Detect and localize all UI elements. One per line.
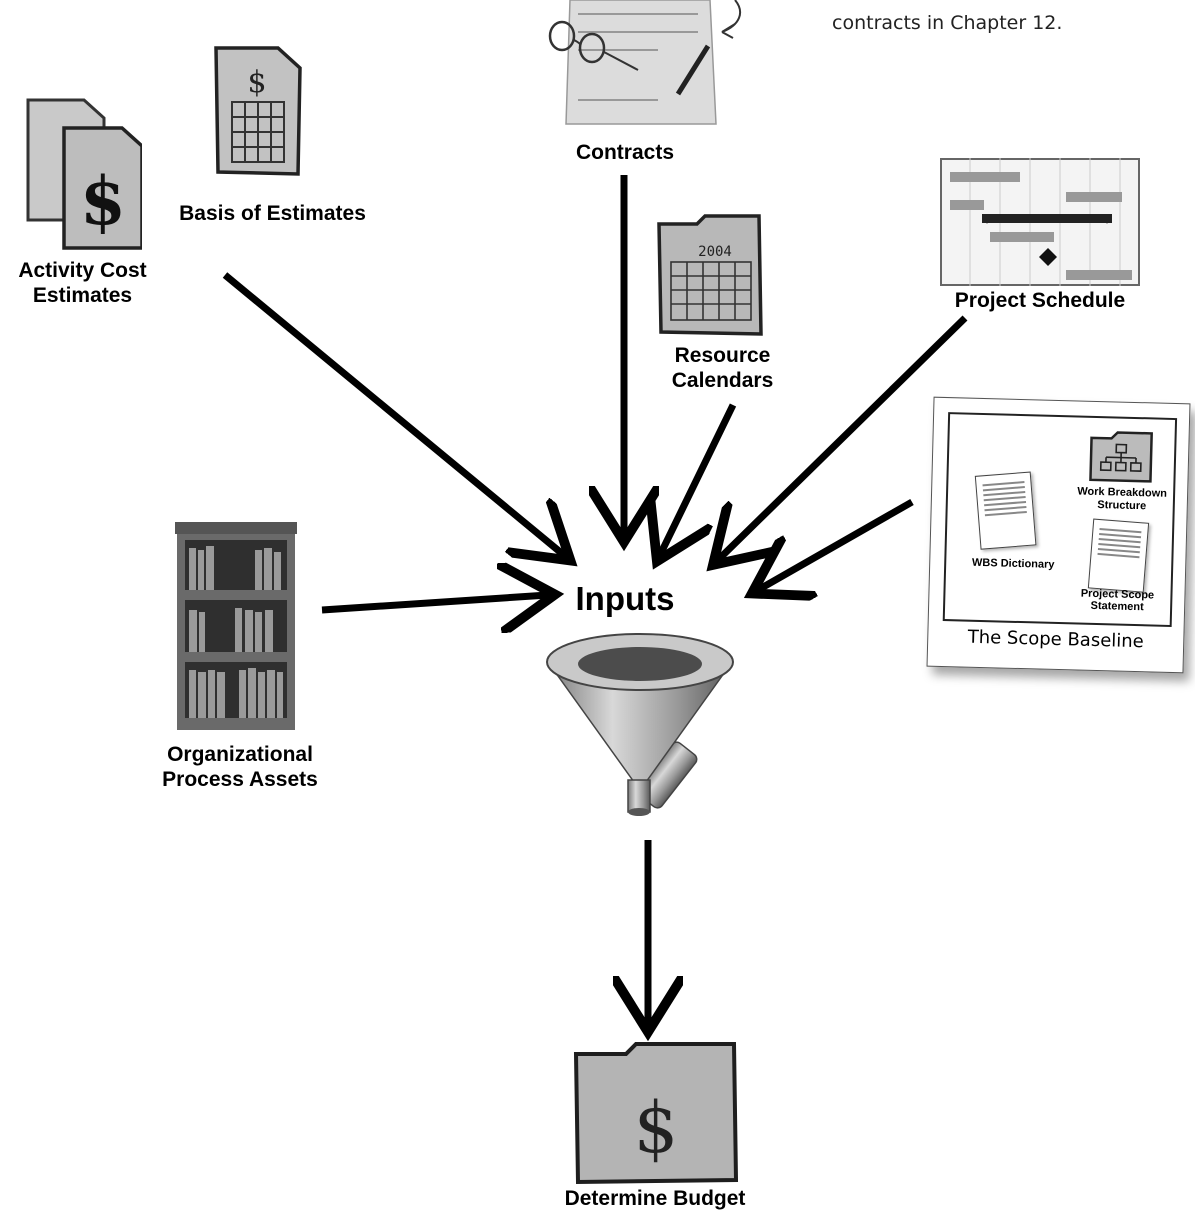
contracts-label: Contracts <box>575 141 675 164</box>
calendar-folder-icon: 2004 <box>655 212 765 337</box>
scope-statement-document-icon <box>1087 518 1150 593</box>
dollar-document-icon: $ <box>22 92 144 252</box>
scope-baseline-caption: The Scope Baseline <box>967 626 1145 653</box>
bookcase-icon <box>175 520 297 732</box>
organizational-process-assets-label: Organizational Process Assets <box>162 743 318 791</box>
contract-with-glasses-icon <box>548 0 718 125</box>
wbs-dictionary-document-icon <box>974 471 1037 550</box>
inputs-label: Inputs <box>575 580 675 617</box>
basis-of-estimates-label: Basis of Estimates <box>179 202 366 225</box>
arrow-schedule-to-inputs <box>718 315 968 560</box>
project-schedule-label: Project Schedule <box>954 289 1126 312</box>
svg-text:$: $ <box>80 162 126 240</box>
svg-text:$: $ <box>247 65 266 100</box>
svg-text:2004: 2004 <box>698 244 732 260</box>
hierarchy-folder-icon <box>1088 430 1153 484</box>
scope-statement-label: Project Scope Statement <box>1080 587 1155 614</box>
dollar-folder-icon: $ <box>570 1040 740 1185</box>
svg-text:$: $ <box>634 1087 679 1169</box>
scope-baseline-card: Work Breakdown Structure WBS Dictionary … <box>926 396 1191 674</box>
arrow-activity-cost-to-inputs <box>222 272 565 556</box>
resource-calendars-label: Resource Calendars <box>671 344 774 392</box>
wbs-dictionary-label: WBS Dictionary <box>971 556 1055 571</box>
annotation-text: contracts in Chapter 12. <box>832 12 1063 34</box>
gantt-chart-icon <box>940 158 1140 286</box>
funnel-icon <box>542 632 742 832</box>
arrow-scope-baseline-to-inputs <box>758 498 914 590</box>
dollar-spreadsheet-icon: $ <box>212 44 304 179</box>
determine-budget-label: Determine Budget <box>564 1187 746 1210</box>
arrow-process-assets-to-inputs <box>321 595 548 610</box>
wbs-label: Work Breakdown Structure <box>1077 485 1168 513</box>
activity-cost-estimates-label: Activity Cost Estimates <box>18 259 147 307</box>
arrow-calendars-to-inputs <box>660 403 737 555</box>
